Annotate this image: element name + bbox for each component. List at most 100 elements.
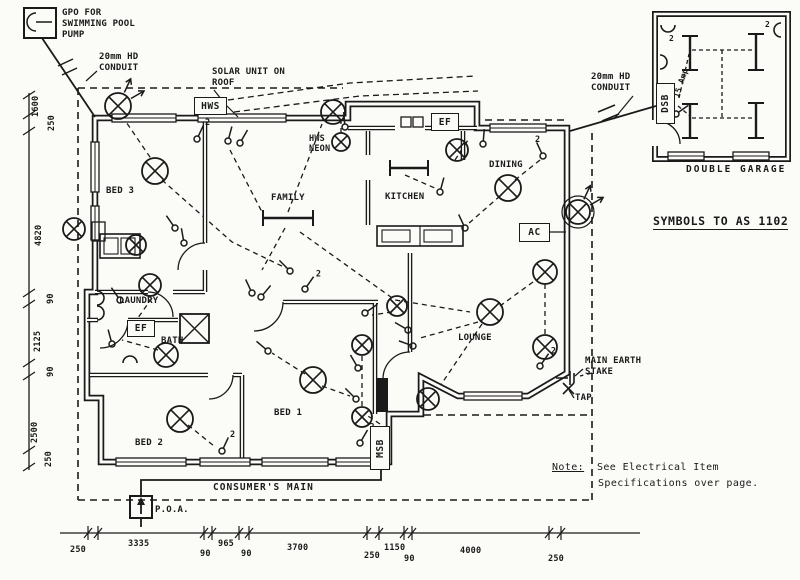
- poa-box: [129, 495, 153, 519]
- room-laundry: LAUNDRY: [119, 296, 159, 306]
- switch-icon: [479, 128, 487, 148]
- room-bath: BATH: [161, 336, 184, 346]
- room-dining: DINING: [489, 160, 523, 170]
- note-block: Note: See Electrical Item: [552, 462, 719, 473]
- light-icon: [561, 184, 605, 229]
- gpo-icon: [659, 54, 668, 70]
- light-icon: [141, 157, 169, 185]
- gpo-icon: [660, 24, 676, 33]
- fixtures: [91, 116, 464, 344]
- switch-icon: [110, 287, 124, 304]
- gpo-icon: [96, 305, 105, 321]
- switch-icon: 2: [301, 269, 321, 293]
- hws-neon-label: HWS NEON: [309, 134, 331, 155]
- room-bed2: BED 2: [135, 438, 164, 448]
- dim-left: 90: [46, 293, 56, 304]
- appliance: [412, 116, 424, 128]
- dim-bottom: 3335: [128, 539, 150, 549]
- switch-icon: 2: [193, 118, 210, 143]
- gpo-pool-label: GPO FOR SWIMMING POOL PUMP: [62, 8, 136, 40]
- two-way-garage-tl: 2: [669, 34, 675, 43]
- switch-icon: [107, 329, 116, 348]
- dsb-box: DSB: [656, 83, 675, 124]
- note-line2: Specifications over page.: [598, 478, 759, 489]
- ef-kitchen-box-text: EF: [438, 116, 452, 128]
- dim-left: 4820: [34, 224, 44, 246]
- dimension-bottom: [60, 526, 640, 540]
- light-icon: [125, 234, 147, 256]
- door-arcs: [99, 242, 411, 400]
- dimension-left: [22, 90, 36, 472]
- switch-icon: [398, 340, 417, 350]
- light-icon: [299, 366, 327, 394]
- gpo-icon: [122, 355, 138, 364]
- dim-bottom: 3700: [287, 543, 309, 553]
- dim-bottom: 90: [200, 549, 211, 559]
- gpo-pool-box: [23, 7, 57, 39]
- dim-left: 2500: [30, 421, 40, 443]
- switch-icon: [349, 354, 362, 372]
- garage-walls: [650, 11, 791, 162]
- light-icon: [351, 406, 373, 428]
- switch-icon: 2: [535, 135, 547, 160]
- double-garage-label: DOUBLE GARAGE: [686, 164, 787, 175]
- switch-icon: [457, 214, 469, 232]
- light-icon: [351, 334, 373, 356]
- light-icon: [331, 132, 351, 152]
- fluorescent-icon: [748, 33, 764, 71]
- svg-text:2: 2: [316, 269, 321, 279]
- hws-box: HWS: [194, 97, 227, 115]
- dim-left: 250: [44, 451, 54, 467]
- msb-box-text: MSB: [374, 438, 386, 458]
- laundry-trough: [99, 233, 141, 259]
- switch-icon: [224, 126, 233, 145]
- eave-boundary: [77, 87, 593, 501]
- msb-box: MSB: [370, 426, 390, 470]
- dim-bottom: 250: [70, 545, 86, 555]
- switch-icon: [672, 104, 689, 118]
- garage-door-gap: [650, 120, 659, 146]
- light-icon: [320, 99, 346, 125]
- wall-pier: [376, 378, 388, 412]
- hws-box-text: HWS: [201, 100, 220, 112]
- switch-icon: 2: [218, 430, 235, 455]
- ef-kitchen-box: EF: [431, 113, 459, 131]
- switch-icon: [341, 111, 349, 131]
- symbols-standard-heading: SYMBOLS TO AS 1102: [653, 214, 789, 230]
- dim-bottom: 1150: [384, 543, 406, 553]
- dim-bottom: 90: [241, 549, 252, 559]
- light-icon: [166, 405, 194, 433]
- earth-stake-symbol: [556, 371, 575, 395]
- dim-bottom: 250: [548, 554, 564, 564]
- light-icon: [386, 295, 408, 317]
- switch-icon: [236, 129, 249, 147]
- light-icon: [532, 259, 558, 285]
- ef-bath-box: EF: [127, 320, 155, 337]
- light-icon: [104, 77, 146, 120]
- light-icon: [138, 273, 162, 297]
- svg-text:2: 2: [230, 430, 235, 440]
- note-line1: See Electrical Item: [596, 462, 719, 473]
- outer-walls: [83, 100, 571, 466]
- room-lounge: LOUNGE: [458, 333, 492, 343]
- svg-text:2: 2: [551, 346, 556, 356]
- consumers-main-label: CONSUMER'S MAIN: [213, 482, 314, 493]
- switch-icon: [394, 321, 412, 334]
- consumers-main-line: [129, 466, 382, 527]
- switch-icon: [244, 279, 256, 297]
- ac-box: AC: [519, 223, 550, 242]
- solar-label: SOLAR UNIT ON ROOF: [212, 67, 286, 88]
- ac-box-text: AC: [528, 227, 541, 238]
- switch-icon: [278, 259, 294, 275]
- shower: [179, 313, 210, 344]
- switch-icon: 2: [536, 346, 556, 370]
- light-icon: [153, 342, 179, 368]
- dim-bottom: 90: [404, 554, 415, 564]
- tap-label: TAP: [575, 393, 592, 403]
- dim-left: 90: [46, 366, 56, 377]
- gpo-icon: [773, 22, 782, 38]
- tap-cross: [562, 382, 575, 395]
- ef-bath-box-text: EF: [134, 323, 148, 334]
- switch-icon: [344, 387, 360, 403]
